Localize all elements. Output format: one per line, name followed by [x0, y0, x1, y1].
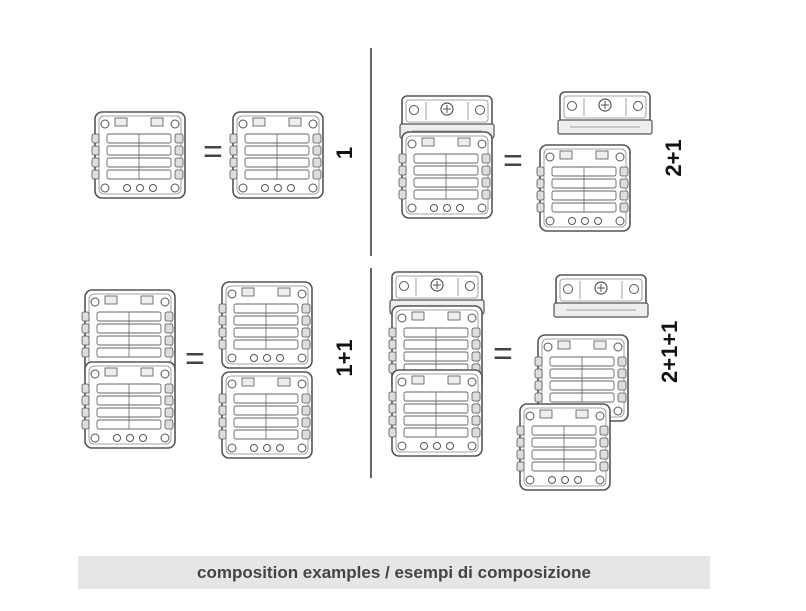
- caption-text: composition examples / esempi di composi…: [197, 563, 591, 582]
- example-2: =: [398, 91, 653, 232]
- caption-bar: composition examples / esempi di composi…: [78, 556, 710, 589]
- fuse-block-assembled-lower: [388, 369, 483, 457]
- example-4: =: [388, 271, 649, 491]
- equals-sign: =: [185, 340, 205, 378]
- equals-sign: =: [503, 142, 523, 180]
- top-cap-module: [557, 91, 653, 135]
- equals-sign: =: [493, 335, 513, 373]
- fuse-block-module-upper: [218, 281, 313, 369]
- example-1: =: [91, 111, 324, 199]
- fuse-block-assembled: [91, 111, 186, 199]
- example-label-1: 1: [332, 146, 357, 160]
- fuse-block-assembled: [398, 131, 493, 219]
- example-3: =: [81, 281, 313, 459]
- fuse-block-module-lower: [516, 403, 611, 491]
- fuse-block-module: [536, 144, 631, 232]
- fuse-block-module-lower: [218, 371, 313, 459]
- fuse-block-assembled-lower: [81, 361, 176, 449]
- top-cap-module: [553, 274, 649, 318]
- fuse-block-module: [229, 111, 324, 199]
- example-label-3: 1+1: [332, 339, 357, 377]
- example-label-4: 2+1+1: [657, 320, 682, 383]
- equals-sign: =: [203, 133, 223, 171]
- example-label-2: 2+1: [661, 139, 686, 177]
